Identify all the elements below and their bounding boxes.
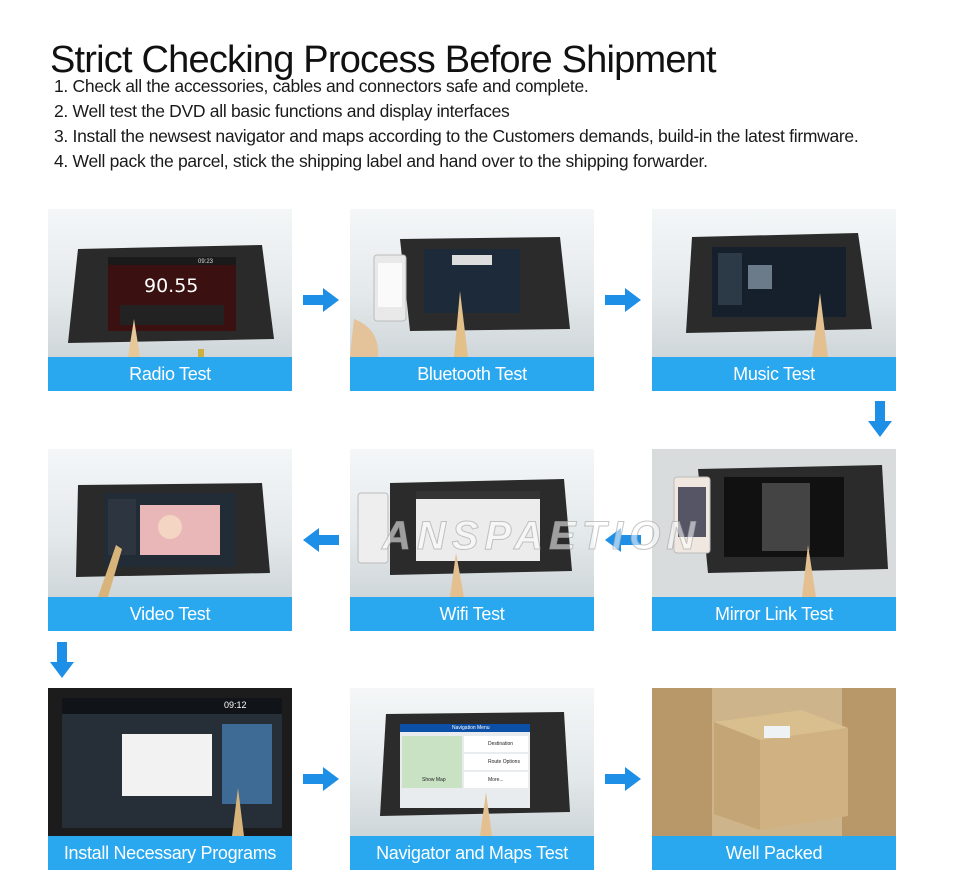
arrow-right-icon — [303, 288, 339, 312]
install-screen-time: 09:12 — [224, 700, 247, 710]
navigator-maps-test-caption: Navigator and Maps Test — [350, 836, 594, 870]
step-item: 3. Install the newsest navigator and map… — [54, 126, 859, 146]
nav-show-map: Show Map — [422, 777, 446, 783]
music-test-card: Music Test — [652, 209, 896, 391]
arrow-down-icon — [868, 401, 892, 437]
step-item: 4. Well pack the parcel, stick the shipp… — [54, 151, 708, 171]
music-test-caption: Music Test — [652, 357, 896, 391]
radio-test-card: 90.55 09:23 Radio Test — [48, 209, 292, 391]
wifi-test-caption: Wifi Test — [350, 597, 594, 631]
mirror-link-test-photo — [652, 449, 896, 597]
radio-test-caption: Radio Test — [48, 357, 292, 391]
bluetooth-test-card: Bluetooth Test — [350, 209, 594, 391]
bluetooth-test-photo — [350, 209, 594, 357]
mirror-link-test-card: Mirror Link Test — [652, 449, 896, 631]
process-steps-list: 1. Check all the accessories, cables and… — [54, 74, 859, 174]
video-test-photo — [48, 449, 292, 597]
step-item: 2. Well test the DVD all basic functions… — [54, 101, 510, 121]
install-programs-photo: 09:12 — [48, 688, 292, 836]
well-packed-photo — [652, 688, 896, 836]
video-test-caption: Video Test — [48, 597, 292, 631]
nav-route-options: Route Options — [488, 759, 520, 765]
nav-destination: Destination — [488, 741, 514, 747]
music-test-photo — [652, 209, 896, 357]
radio-frequency: 90.55 — [144, 275, 199, 297]
navigator-maps-test-photo: Navigation Menu Destination Route Option… — [350, 688, 594, 836]
navigator-maps-test-card: Navigation Menu Destination Route Option… — [350, 688, 594, 870]
wifi-test-photo — [350, 449, 594, 597]
step-item: 1. Check all the accessories, cables and… — [54, 76, 589, 96]
well-packed-caption: Well Packed — [652, 836, 896, 870]
arrow-right-icon — [605, 767, 641, 791]
nav-more: More... — [488, 777, 504, 783]
watermark: ANSPAETION — [381, 514, 702, 559]
arrow-right-icon — [303, 767, 339, 791]
arrow-left-icon — [303, 528, 339, 552]
mirror-link-test-caption: Mirror Link Test — [652, 597, 896, 631]
arrow-left-icon — [605, 528, 641, 552]
wifi-test-card: Wifi Test — [350, 449, 594, 631]
video-test-card: Video Test — [48, 449, 292, 631]
install-programs-caption: Install Necessary Programs — [48, 836, 292, 870]
page-title: Strict Checking Process Before Shipment — [50, 39, 717, 82]
arrow-right-icon — [605, 288, 641, 312]
radio-time: 09:23 — [198, 259, 214, 265]
arrow-down-icon — [50, 642, 74, 678]
install-programs-card: 09:12 Install Necessary Programs — [48, 688, 292, 870]
radio-test-photo: 90.55 09:23 — [48, 209, 292, 357]
well-packed-card: Well Packed — [652, 688, 896, 870]
bluetooth-test-caption: Bluetooth Test — [350, 357, 594, 391]
nav-menu-title: Navigation Menu — [452, 725, 490, 731]
